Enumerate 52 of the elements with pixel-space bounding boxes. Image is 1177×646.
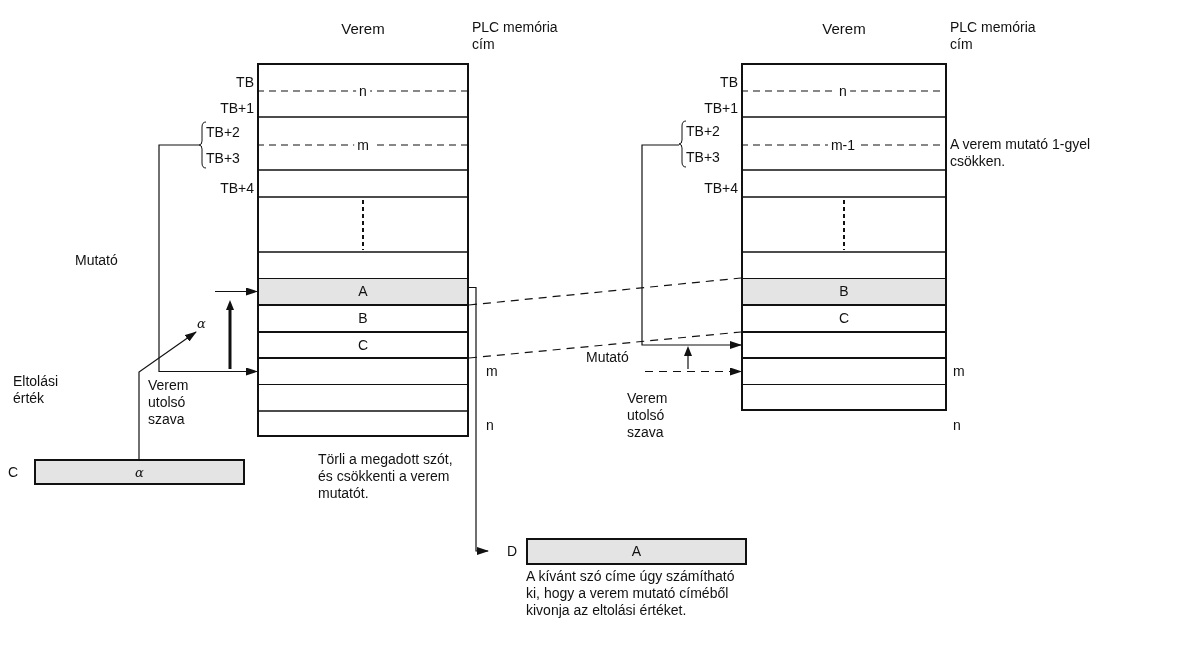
stack-heading: Verem: [821, 20, 867, 37]
address-label: TB+1: [220, 100, 254, 117]
annotation-text: m: [953, 363, 965, 380]
stack-word: [741, 278, 947, 305]
annotation-text: Mutató: [75, 252, 118, 269]
annotation-text: n: [953, 417, 961, 434]
address-label: TB: [236, 74, 254, 91]
stack-word: [257, 332, 469, 358]
word-label: C: [357, 336, 369, 354]
stack-word: [741, 332, 947, 358]
arrow: [158, 144, 258, 376]
stack-word: [257, 278, 469, 305]
stack-word: [257, 358, 469, 385]
address-label: TB+1: [704, 100, 738, 117]
annotation-text: n: [486, 417, 494, 434]
address-label: TB+4: [704, 180, 738, 197]
annotation-text: Verem utolsó szava: [627, 390, 669, 441]
stack-word: [741, 358, 947, 385]
stack-word: [741, 305, 947, 332]
arrow: [644, 367, 742, 376]
word-label: B: [358, 310, 368, 327]
annotation-text: Törli a megadott szót, és csökkenti a verem mutatót.: [318, 451, 454, 502]
annotation-text: Verem utolsó szava: [148, 377, 190, 428]
address-label: TB+3: [686, 149, 720, 166]
address-label: TB+2: [206, 124, 240, 141]
address-label: TB: [720, 74, 738, 91]
annotation-text: m: [486, 363, 498, 380]
arrow: [214, 287, 258, 296]
address-label: TB+2: [686, 123, 720, 140]
address-label: TB+3: [206, 150, 240, 167]
annotation-text: A kívánt szó címe úgy számítható ki, hogy a verem mutató címéből kivonja az eltolási értéket.: [526, 568, 736, 619]
word-label: A: [358, 283, 368, 300]
annotation-text: PLC memória cím: [950, 19, 1037, 53]
annotation-text: Eltolási érték: [13, 373, 60, 407]
offset-symbol: α: [197, 315, 211, 333]
address-label: TB+4: [220, 180, 254, 197]
register-name: C: [8, 464, 19, 481]
arrow: [138, 331, 197, 460]
annotation-text: A verem mutató 1-gyel csökken.: [950, 136, 1092, 170]
register-name: D: [507, 543, 518, 560]
word-label: B: [839, 283, 849, 300]
annotation-text: Mutató: [586, 349, 629, 366]
register-box: α: [34, 459, 245, 485]
arrow: [468, 286, 489, 555]
word-label: C: [838, 310, 850, 327]
stack-word: [257, 305, 469, 332]
register-box: A: [526, 538, 747, 565]
dashed-line: [468, 331, 742, 359]
stack-heading: Verem: [340, 20, 386, 37]
arrow: [641, 144, 742, 349]
dashed-line: [468, 277, 742, 306]
annotation-text: PLC memória cím: [472, 19, 559, 53]
